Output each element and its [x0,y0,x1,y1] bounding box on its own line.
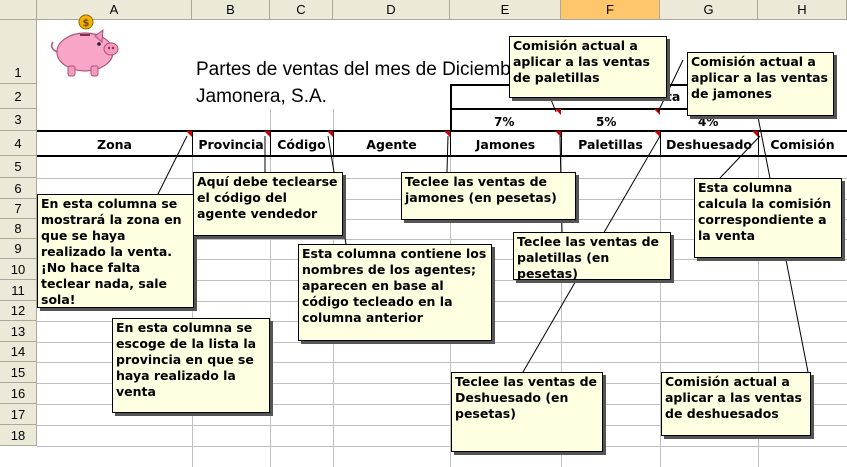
column-header-a[interactable]: A [37,0,192,20]
comment-rate-deshuesado[interactable]: Comisión actual a aplicar a las ventas d… [661,372,811,436]
header-column-divider [192,131,193,156]
row-header-6[interactable]: 6 [0,178,37,199]
row-header-5[interactable]: 5 [0,156,37,178]
gridline [37,425,847,426]
row-header-3[interactable]: 3 [0,109,37,131]
select-all-corner[interactable] [0,0,37,20]
row-header-9[interactable]: 9 [0,239,37,259]
header-row-top-border [37,130,847,132]
comment-indicator-icon[interactable] [555,109,561,115]
comment-indicator-icon[interactable] [327,131,333,137]
piggy-bank-icon: $ [50,14,119,77]
comment-comision-calc[interactable]: Esta columna calcula la comisión corresp… [694,178,842,258]
row-header-16[interactable]: 16 [0,383,37,404]
comment-indicator-icon[interactable] [654,109,660,115]
header-column-divider [270,131,271,156]
header-comision[interactable]: Comisión [770,136,835,152]
row-header-1[interactable]: 1 [0,20,37,84]
comment-zona[interactable]: En esta columna se mostrará la zona en q… [37,194,194,308]
row-header-4[interactable]: 4 [0,131,37,156]
row-header-8[interactable]: 8 [0,219,37,239]
row-header-13[interactable]: 13 [0,321,37,342]
row-header-12[interactable]: 12 [0,301,37,321]
header-zona[interactable]: Zona [97,136,132,152]
gridline [37,362,847,363]
header-jamones[interactable]: Jamones [475,136,536,152]
header-paletillas[interactable]: Paletillas [578,136,643,152]
row-header-7[interactable]: 7 [0,199,37,219]
gridline [660,131,661,467]
header-agente[interactable]: Agente [366,136,417,152]
column-header-e[interactable]: E [450,0,561,20]
sheet-title[interactable]: Partes de ventas del mes de Diciembre [196,59,528,80]
gridline [37,239,847,240]
column-header-c[interactable]: C [270,0,333,20]
row-header-10[interactable]: 10 [0,259,37,280]
gridline [37,342,847,343]
comment-indicator-icon[interactable] [654,131,660,137]
gridline [37,446,847,447]
header-column-divider [660,131,661,156]
row-header-2[interactable]: 2 [0,84,37,109]
rate-jamones[interactable]: 7% [494,115,515,129]
commission-box-left-border [450,84,452,131]
comment-indicator-icon[interactable] [264,131,270,137]
comment-paletillas[interactable]: Teclee las ventas de paletillas (en pese… [513,232,671,280]
column-header-d[interactable]: D [333,0,450,20]
row-header-17[interactable]: 17 [0,404,37,425]
row-header-18[interactable]: 18 [0,425,37,446]
comment-agente[interactable]: Esta columna contiene los nombres de los… [298,244,492,341]
row-header-15[interactable]: 15 [0,362,37,383]
column-header-h[interactable]: H [758,0,847,20]
svg-text:$: $ [83,18,90,29]
commission-box-divider [450,108,758,110]
comment-deshuesado[interactable]: Teclee las ventas de Deshuesado (en pese… [451,372,603,452]
column-header-g[interactable]: G [660,0,758,20]
header-provincia[interactable]: Provincia [198,136,264,152]
comment-indicator-icon[interactable] [555,131,561,137]
gridline [37,383,847,384]
comment-rate-jamones[interactable]: Comisión actual a aplicar a las ventas d… [687,52,834,116]
column-header-b[interactable]: B [192,0,270,20]
gridline [270,109,271,467]
comment-provincia[interactable]: En esta columna se escoge de la lista la… [112,318,270,413]
rate-deshuesado[interactable]: 4% [698,115,719,129]
header-column-divider [450,131,451,156]
header-codigo[interactable]: Código [277,136,326,152]
row-header-14[interactable]: 14 [0,342,37,362]
column-header-f[interactable]: F [561,0,660,20]
gridline [37,404,847,405]
comment-indicator-icon[interactable] [186,131,192,137]
header-row-bottom-border [37,155,847,157]
company-name[interactable]: Jamonera, S.A. [196,86,327,107]
rate-paletillas[interactable]: 5% [596,115,617,129]
comment-indicator-icon[interactable] [752,131,758,137]
comment-jamones[interactable]: Teclee las ventas de jamones (en pesetas… [401,172,576,220]
row-header-11[interactable]: 11 [0,280,37,301]
header-deshuesado[interactable]: Deshuesado [666,136,752,152]
comment-rate-paletillas[interactable]: Comisión actual a aplicar a las ventas d… [509,36,667,98]
comment-indicator-icon[interactable] [444,131,450,137]
comment-codigo[interactable]: Aquí debe teclearse el código del agente… [193,172,343,236]
